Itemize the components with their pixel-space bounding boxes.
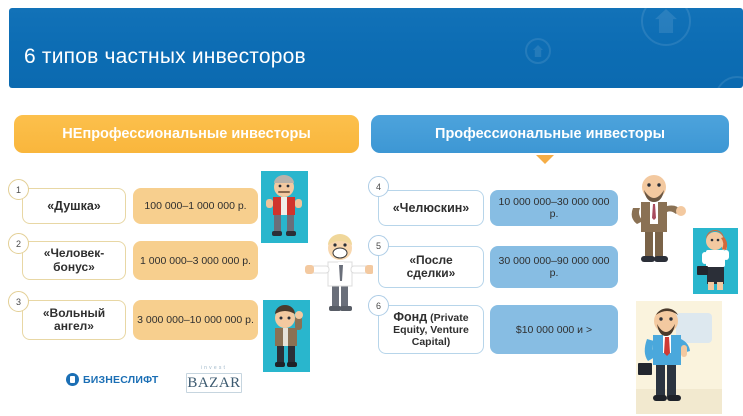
man-red-vest-thumbs-up-figure	[266, 175, 302, 236]
investbazar-logo-top: invest	[200, 365, 228, 371]
bizneslift-logo-text: БИЗНЕСЛИФТ	[83, 373, 159, 386]
investor-type-name[interactable]: «Человек- бонус»	[22, 241, 126, 280]
investor-amount-range: 1 000 000–3 000 000 р.	[133, 241, 258, 280]
row-number-badge: 6	[368, 295, 389, 316]
bearded-man-briefcase-pointing-figure	[636, 301, 722, 414]
row-number-badge: 1	[8, 179, 29, 200]
investor-amount-range: 10 000 000–30 000 000 р.	[490, 190, 618, 226]
investor-type-name[interactable]: «После сделки»	[378, 246, 484, 288]
investor-type-name[interactable]: «Челюскин»	[378, 190, 484, 226]
row-number-badge: 2	[8, 233, 29, 254]
slide-header: 6 типов частных инвесторов	[9, 8, 743, 88]
page-title: 6 типов частных инвесторов	[24, 45, 306, 68]
category-banner-nonprofessional: НЕпрофессиональные инвесторы	[14, 115, 359, 153]
investor-type-name[interactable]: «Душка»	[22, 188, 126, 224]
investor-type-name-line2: сделки»	[406, 266, 456, 280]
house-up-arrow-circle-icon	[641, 8, 691, 46]
man-brown-jacket-waving-figure	[275, 305, 303, 367]
investor-amount-range: 30 000 000–90 000 000 р.	[490, 246, 618, 288]
investor-type-name-rest: (Private Equity, Venture Capital)	[393, 312, 469, 348]
bizneslift-logo[interactable]: БИЗНЕСЛИФТ	[66, 373, 158, 386]
investor-type-name[interactable]: Фонд (Private Equity, Venture Capital)	[378, 305, 484, 354]
investor-type-name-bold: Фонд	[393, 310, 428, 325]
category-banner-professional: Профессиональные инвесторы	[371, 115, 729, 153]
investbazar-logo[interactable]: invest BAZAR	[186, 365, 242, 393]
blond-man-arms-out-thumbs-up-figure	[305, 234, 373, 311]
elevator-circle-icon	[66, 373, 79, 386]
investor-type-name-line1: «Вольный	[42, 305, 106, 320]
row-number-badge: 5	[368, 235, 389, 256]
redhead-businesswoman-phone-briefcase-figure	[697, 230, 729, 290]
investor-type-name-line2: ангел»	[54, 319, 94, 333]
investor-type-name-line2: бонус»	[53, 259, 95, 274]
investor-amount-range: 3 000 000–10 000 000 р.	[133, 300, 258, 340]
investor-type-name[interactable]: «Вольный ангел»	[22, 300, 126, 340]
investor-amount-range: 100 000–1 000 000 р.	[133, 188, 258, 224]
row-number-badge: 3	[8, 291, 29, 312]
arrow-down-icon	[536, 155, 554, 164]
row-number-badge: 4	[368, 176, 389, 197]
bald-bearded-man-suit-presenting-figure	[631, 175, 686, 262]
investor-type-name-line1: «Человек-	[43, 246, 105, 261]
investor-type-name-line1: «После	[409, 252, 453, 267]
house-up-arrow-circle-icon	[525, 38, 551, 64]
house-up-arrow-circle-icon	[715, 76, 743, 88]
investor-amount-range: $10 000 000 и >	[490, 305, 618, 354]
investbazar-logo-name: BAZAR	[186, 373, 242, 393]
